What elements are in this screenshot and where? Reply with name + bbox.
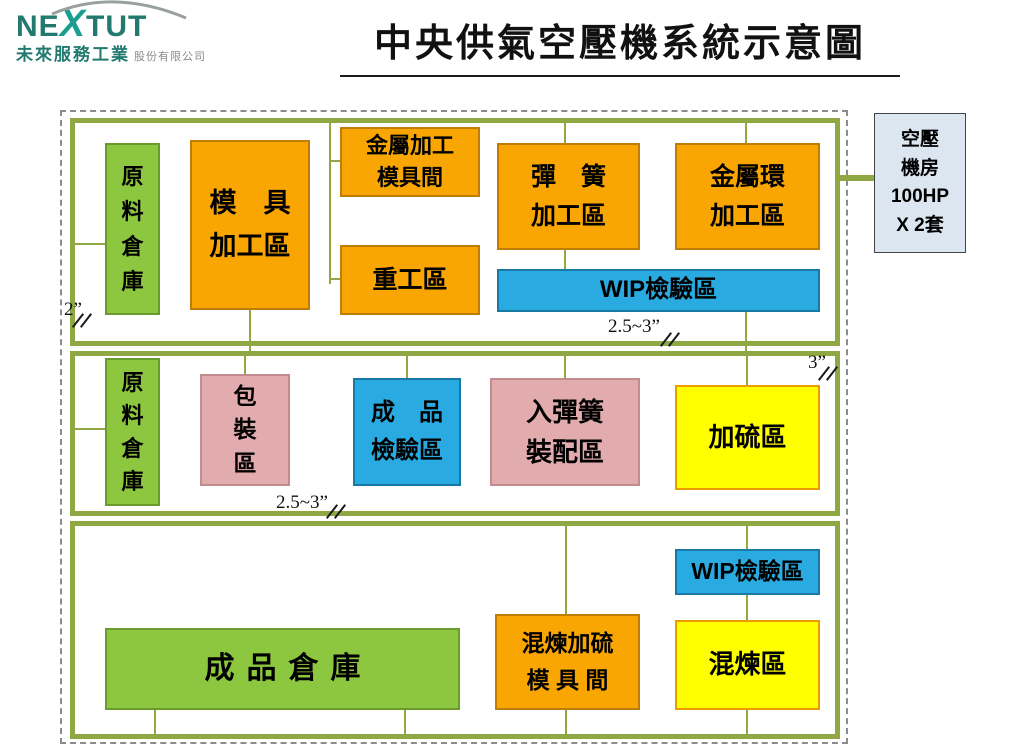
room-label: 加硫區: [708, 421, 787, 452]
room-packing: 包 裝 區: [200, 374, 290, 486]
pipe-size-label-top: 2.5~3”: [608, 316, 660, 337]
pipe-connector: [745, 312, 747, 351]
pipe-connector: [746, 595, 748, 620]
pipe-break-mark: [325, 502, 347, 522]
room-spring-processing: 彈 簧 加工區: [497, 143, 640, 250]
room-label: 檢驗區: [371, 437, 443, 464]
pipe-connector: [565, 521, 567, 614]
room-label: 料: [121, 198, 144, 224]
pipe-size-label-middle: 2.5~3”: [276, 492, 328, 513]
pipe-break-mark: [659, 330, 681, 350]
brand-tut: TUT: [86, 10, 148, 43]
room-label: 庫: [121, 469, 144, 494]
company-name: 未來服務工業股份有限公司: [16, 45, 216, 67]
room-label: X 2套: [896, 214, 944, 236]
room-metal-ring-processing: 金屬環 加工區: [675, 143, 820, 250]
pipe-connector: [406, 351, 408, 378]
room-label: 模具間: [376, 165, 443, 190]
pipe-loop-middle: [70, 351, 840, 516]
room-mixing: 混煉區: [675, 620, 820, 710]
pipe-connector: [564, 118, 566, 144]
company-cn: 未來服務工業: [16, 45, 130, 64]
room-label: 入彈簧: [525, 396, 604, 427]
pipe-connector: [746, 351, 748, 385]
pipe-connector: [329, 118, 331, 284]
room-label: 倉: [121, 436, 144, 461]
pipe-break-mark: [71, 311, 93, 331]
pipe-connector: [249, 310, 251, 351]
pipe-connector: [565, 710, 567, 739]
pipe-loop-top: [70, 118, 840, 346]
room-label: 成 品: [371, 398, 443, 426]
room-spring-assembly: 入彈簧 裝配區: [490, 378, 640, 486]
room-finished-warehouse: 成品倉庫: [105, 628, 460, 710]
brand-wordmark: NEXTUT: [16, 0, 216, 45]
room-vulcanization: 加硫區: [675, 385, 820, 490]
room-label: 加工區: [209, 231, 291, 261]
pipe-connector: [746, 710, 748, 739]
pipe-connector: [564, 250, 566, 269]
pipe-connector: [70, 243, 105, 245]
room-label: 裝配區: [525, 437, 604, 467]
company-suffix: 股份有限公司: [134, 51, 206, 63]
pipe-connector: [404, 710, 406, 739]
room-finished-inspection: 成 品 檢驗區: [353, 378, 461, 486]
room-label: 裝: [233, 416, 257, 443]
room-label: 混煉區: [708, 649, 787, 680]
room-label: 模 具 間: [526, 667, 609, 693]
page-title: 中央供氣空壓機系統示意圖: [340, 12, 900, 77]
room-label: 彈 簧: [530, 162, 606, 191]
room-label: 100HP: [890, 186, 950, 207]
room-label: 原: [121, 370, 144, 395]
room-label: WIP檢驗區: [691, 558, 804, 585]
room-mold-processing: 模 具 加工區: [190, 140, 310, 310]
room-label: WIP檢驗區: [599, 276, 718, 304]
room-wip-inspection-top: WIP檢驗區: [497, 269, 820, 312]
pipe-size-label-right: 3”: [808, 352, 826, 373]
room-label: 金屬加工: [365, 133, 454, 159]
pipe-connector: [154, 710, 156, 739]
room-label: 混煉加硫: [521, 630, 614, 657]
room-label: 重工區: [372, 265, 448, 294]
room-label: 倉: [121, 234, 144, 259]
pipe-connector: [331, 160, 340, 162]
pipe-connector: [70, 428, 105, 430]
pipe-connector: [244, 351, 246, 374]
pipe-connector: [564, 351, 566, 378]
pipe-break-mark: [817, 364, 839, 384]
pipe-loop-bottom: [70, 521, 840, 739]
room-wip-inspection-bottom: WIP檢驗區: [675, 549, 820, 595]
room-label: 庫: [121, 269, 144, 295]
room-raw-material-warehouse-top: 原 料 倉 庫: [105, 143, 160, 315]
brand-ne: NE: [16, 10, 60, 43]
room-heavy-work: 重工區: [340, 245, 480, 315]
room-label: 區: [233, 449, 257, 476]
room-label: 料: [121, 403, 144, 428]
room-mixing-vulcanization-mold: 混煉加硫 模 具 間: [495, 614, 640, 710]
pipe-connector: [331, 278, 340, 280]
room-compressor: 空壓 機房 100HP X 2套: [874, 113, 966, 253]
pipe-connector: [746, 521, 748, 549]
room-label: 機房: [900, 157, 939, 179]
room-label: 加工區: [530, 201, 606, 230]
pipe-size-label-left: 2”: [64, 299, 82, 320]
room-label: 模 具: [209, 187, 291, 218]
room-label: 包: [233, 382, 257, 409]
room-metal-mold: 金屬加工 模具間: [340, 127, 480, 197]
room-label: 成品倉庫: [204, 652, 373, 686]
pipe-connector: [745, 118, 747, 144]
room-label: 原: [121, 163, 144, 189]
room-label: 金屬環: [709, 162, 785, 191]
pipe-to-compressor: [838, 175, 876, 181]
diagram-dashed-border: [60, 110, 848, 744]
brand-x: X: [59, 3, 87, 45]
room-label: 加工區: [709, 201, 785, 230]
company-logo: NEXTUT 未來服務工業股份有限公司: [16, 0, 216, 67]
room-raw-material-warehouse-mid: 原 料 倉 庫: [105, 358, 160, 506]
logo-swoosh-icon: [51, 0, 187, 20]
room-label: 空壓: [900, 129, 939, 150]
